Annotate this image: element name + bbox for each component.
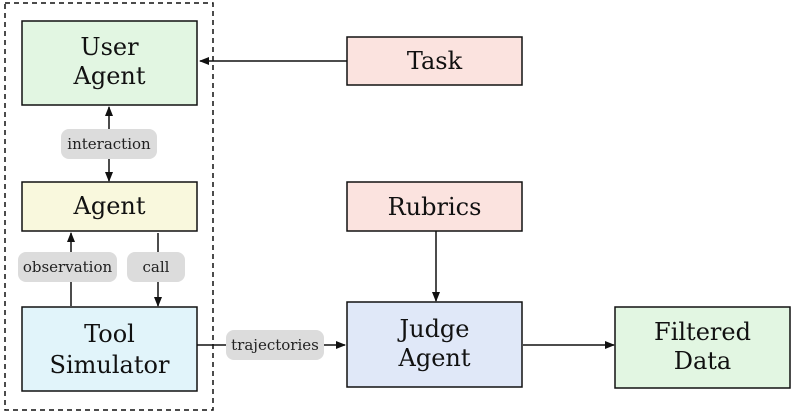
interaction-label-pill: interaction [61, 129, 157, 159]
svg-text:Rubrics: Rubrics [388, 193, 482, 221]
tool-simulator-label-line2: Simulator [50, 351, 170, 379]
svg-text:Judge: Judge [396, 315, 469, 343]
judge-agent-box: Judge Agent [346, 301, 523, 388]
tool-simulator-label-line1: Tool [84, 320, 135, 348]
task-label: Task [407, 47, 463, 75]
svg-text:Filtered: Filtered [654, 318, 751, 346]
tool-simulator-box: Tool Simulator [21, 306, 198, 392]
simulation-group-frame [4, 2, 214, 411]
svg-text:Agent: Agent [73, 62, 146, 90]
svg-text:Simulator: Simulator [50, 351, 170, 379]
svg-text:trajectories: trajectories [231, 336, 319, 354]
filtered-data-label-line2: Data [674, 347, 732, 375]
svg-text:interaction: interaction [67, 135, 151, 153]
rubrics-label: Rubrics [388, 193, 482, 221]
svg-text:Agent: Agent [73, 192, 146, 220]
rubrics-box: Rubrics [346, 181, 523, 232]
call-label: call [143, 258, 170, 276]
filtered-data-box: Filtered Data [614, 306, 791, 389]
agent-label: Agent [73, 192, 146, 220]
judge-agent-label-line1: Judge [396, 315, 469, 343]
svg-text:observation: observation [23, 258, 113, 276]
judge-agent-label-line2: Agent [398, 344, 471, 372]
svg-text:Agent: Agent [398, 344, 471, 372]
task-box: Task [346, 36, 523, 86]
agent-box: Agent [21, 181, 198, 232]
svg-text:call: call [143, 258, 170, 276]
interaction-label: interaction [67, 135, 151, 153]
trajectories-label: trajectories [231, 336, 319, 354]
svg-text:Data: Data [674, 347, 732, 375]
call-label-pill: call [127, 252, 185, 282]
svg-text:Task: Task [407, 47, 463, 75]
trajectories-label-pill: trajectories [226, 330, 324, 360]
observation-label: observation [23, 258, 113, 276]
svg-text:Tool: Tool [84, 320, 135, 348]
user-agent-label-line1: User [80, 33, 139, 61]
user-agent-label-line2: Agent [73, 62, 146, 90]
user-agent-box: User Agent [21, 20, 198, 106]
filtered-data-label-line1: Filtered [654, 318, 751, 346]
svg-text:User: User [80, 33, 139, 61]
observation-label-pill: observation [18, 252, 117, 282]
